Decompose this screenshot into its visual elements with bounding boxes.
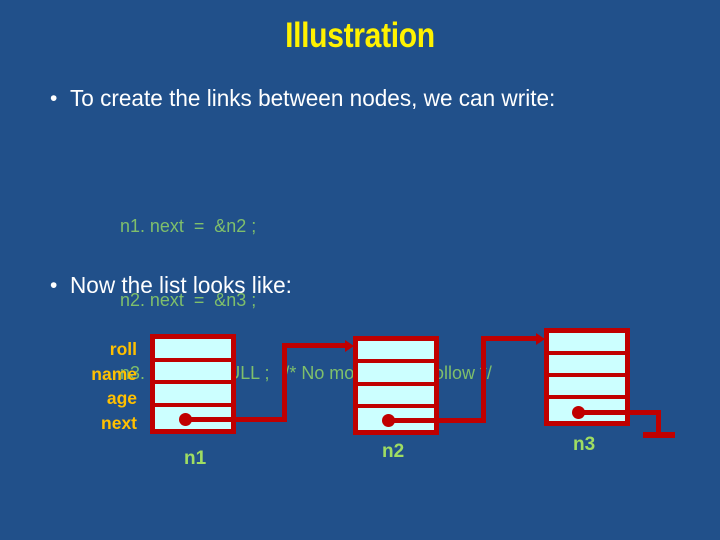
node-cell-next xyxy=(549,399,625,421)
pointer-wire-n3-horizontal xyxy=(578,410,661,415)
node-cell-name xyxy=(549,355,625,377)
code-line-3: n3. next = NULL ; /* No more nodes follo… xyxy=(120,362,492,383)
code-line-1: n1. next = &n2 ; xyxy=(120,215,257,236)
node-box-n3 xyxy=(544,328,630,426)
code-line-2: n2. next = &n3 ; xyxy=(120,288,257,310)
bullet-item-2: • Now the list looks like: xyxy=(50,270,670,301)
pointer-wire-n3-vertical xyxy=(656,410,661,437)
bullet-item-1: • To create the links between nodes, we … xyxy=(50,83,670,114)
node-label-n1: n1 xyxy=(184,448,207,469)
null-terminator-icon xyxy=(643,432,675,438)
node-label-n3: n3 xyxy=(573,434,596,455)
pointer-dot-n3 xyxy=(572,406,585,419)
pointer-arrowhead-n3 xyxy=(536,332,545,345)
bullet-text-2: Now the list looks like: xyxy=(70,272,292,298)
page-title: Illustration xyxy=(285,16,435,55)
node-cell-roll xyxy=(549,333,625,355)
bullet-marker-icon: • xyxy=(50,87,58,110)
bullet-marker-icon: • xyxy=(50,274,58,297)
node-label-n2: n2 xyxy=(382,441,405,462)
node-cell-age xyxy=(549,377,625,399)
bullet-text-1: To create the links between nodes, we ca… xyxy=(70,85,556,111)
